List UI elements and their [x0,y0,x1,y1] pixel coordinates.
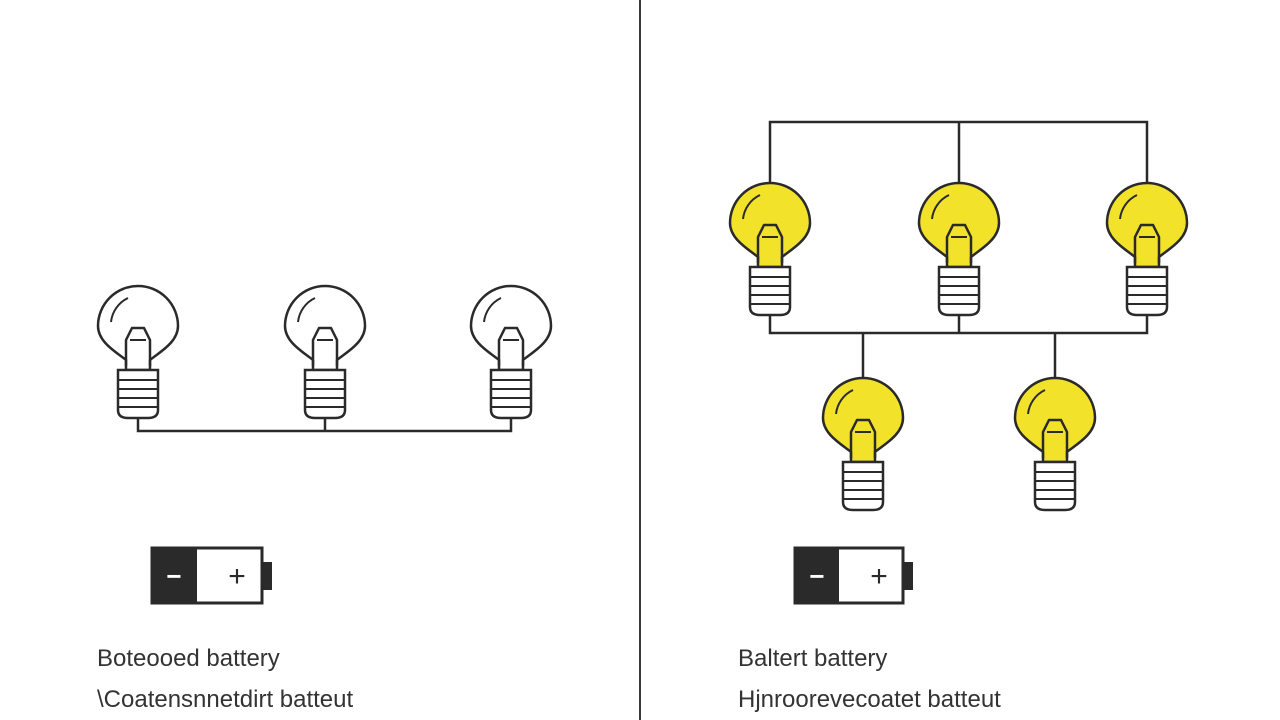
battery-plus-symbol-right: + [870,560,888,593]
right-circuit: − + [728,120,1189,605]
battery-nub-right [903,562,913,590]
bulb-icon-right-3 [1105,181,1189,317]
battery-icon-left: − + [150,546,272,605]
bulb-icon-right-2 [917,181,1001,317]
left-caption-secondary: \Coatensnnetdirt batteut [97,686,354,713]
battery-minus-symbol-right: − [809,561,824,591]
battery-negative-terminal-right [795,548,839,603]
right-caption-primary: Baltert battery [738,645,888,672]
bulb-icon-right-4 [821,376,905,512]
battery-nub-left [262,562,272,590]
battery-icon-right: − + [793,546,913,605]
left-caption-primary: Boteooed battery [97,645,280,672]
battery-plus-symbol-left: + [228,560,246,593]
bulb-icon-left-3 [469,284,553,420]
battery-minus-symbol-left: − [166,561,181,591]
bulb-icon-left-1 [96,284,180,420]
left-circuit: − + [96,284,553,605]
bulb-icon-right-5 [1013,376,1097,512]
bulb-icon-left-2 [283,284,367,420]
right-caption-secondary: Hjnroorevecoatet batteut [738,686,1001,713]
battery-negative-terminal-left [152,548,197,603]
bulb-icon-right-1 [728,181,812,317]
